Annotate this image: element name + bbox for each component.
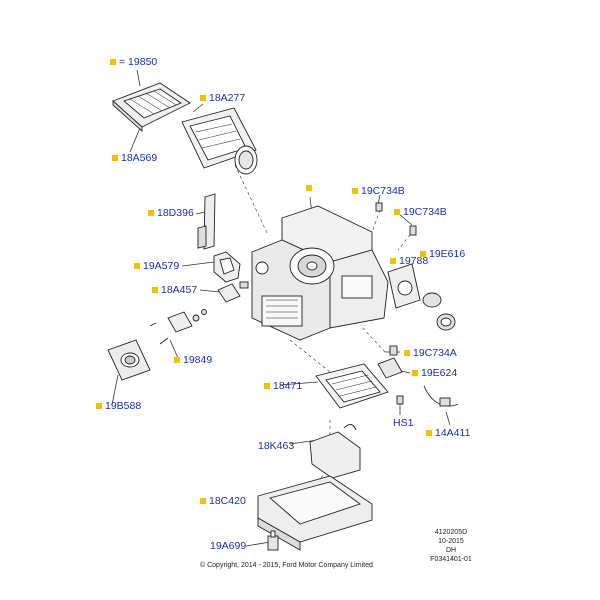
callout-label: 19C734A [413,347,457,359]
leader-19A579 [181,261,215,267]
control-module-part [107,339,151,381]
callout-label: HS1 [393,417,414,429]
marker-square-icon [174,357,180,363]
marker-square-icon [390,258,396,264]
heater-core-part [315,363,389,409]
callout-label: 19C734B [403,206,447,218]
callout-18D396[interactable]: 18D396 [148,207,194,219]
marker-square-icon [306,185,312,191]
callout-18A277[interactable]: 18A277 [200,92,245,104]
callout-label: 19A579 [143,260,180,272]
marker-square-icon [112,155,118,161]
marker-square-icon [412,370,418,376]
callout-18K463[interactable]: 18K463 [258,440,294,452]
drawing-initials: DH [445,547,457,554]
leader-18D396 [195,211,206,215]
marker-square-icon [426,430,432,436]
callout-19B588[interactable]: 19B588 [96,400,141,412]
drawing-ref: F0341401-01 [430,556,472,563]
bracket-part [197,193,216,250]
callout-label: = 19850 [119,56,158,68]
hvac-housing-part [251,205,389,341]
leader-18A277 [192,103,204,113]
callout-18C420[interactable]: 18C420 [200,495,246,507]
callout-18A457[interactable]: 18A457 [152,284,197,296]
marker-square-icon [200,95,206,101]
actuator-part [213,251,241,283]
drawing-code: 4120205D [434,529,468,536]
callout-label: 19A699 [210,540,247,552]
callout-18A569[interactable]: 18A569 [112,152,157,164]
callout-label: 18471 [273,380,303,392]
marker-square-icon [404,350,410,356]
screws-part [375,202,417,356]
callout-label: 19B588 [105,400,142,412]
callout-19A699[interactable]: 19A699 [210,540,246,552]
callout-19849[interactable]: 19849 [174,354,212,366]
leader-18A569 [129,127,141,153]
marker-square-icon [352,188,358,194]
callout-label: 18C420 [209,495,246,507]
leader-19C734B-2 [397,212,413,226]
marker-square-icon [110,59,116,65]
leader-19A699 [245,541,271,547]
marker-square-icon [152,287,158,293]
leader-19B588 [111,374,119,406]
harness-part [396,385,459,407]
leader-18A457 [199,289,221,293]
callout-HS1[interactable]: HS1 [393,417,413,429]
callout-18471[interactable]: 18471 [264,380,302,392]
callout-19E624[interactable]: 19E624 [412,367,457,379]
copyright-notice: © Copyright, 2014 - 2015, Ford Motor Com… [200,562,373,569]
sensor-part [217,281,249,303]
callout-main-housing[interactable] [306,185,312,191]
callout-19850[interactable]: = 19850 [110,56,157,68]
drain-part [267,530,279,551]
callout-label: 19C734B [361,185,405,197]
leader-19850 [136,69,141,87]
callout-label: 18A569 [121,152,158,164]
callout-19C734B-1[interactable]: 19C734B [352,185,405,197]
callout-label: 19E616 [429,248,466,260]
callout-19A579[interactable]: 19A579 [134,260,179,272]
marker-square-icon [148,210,154,216]
leader-14A411 [445,411,451,426]
callout-label: 18A277 [209,92,246,104]
marker-square-icon [200,498,206,504]
callout-19788[interactable]: 19788 [390,255,428,267]
drawing-metadata: 4120205D 10-2015 DH F0341401-01 [426,528,476,564]
callout-label: 14A411 [435,427,471,439]
leader-19849 [169,339,179,359]
evaporator-part [309,424,361,479]
control-unit-part [377,357,403,379]
cabin-filter-part [112,82,191,133]
callout-label: 19E624 [421,367,458,379]
lower-case-part [257,475,373,551]
filter-door-part [181,107,258,175]
callout-19C734B-2[interactable]: 19C734B [394,206,447,218]
drawing-date: 10-2015 [438,538,464,545]
callout-19E616[interactable]: 19E616 [420,248,465,260]
callout-label: 18A457 [161,284,198,296]
leader-18471 [279,381,319,386]
marker-square-icon [394,209,400,215]
marker-square-icon [134,263,140,269]
callout-14A411[interactable]: 14A411 [426,427,470,439]
callout-label: 18K463 [258,440,295,452]
resistor-part [149,309,207,345]
callout-19C734A[interactable]: 19C734A [404,347,457,359]
callout-label: 19849 [183,354,213,366]
marker-square-icon [96,403,102,409]
callout-label: 19788 [399,255,429,267]
blower-motor-part [387,263,456,331]
marker-square-icon [420,251,426,257]
marker-square-icon [264,383,270,389]
callout-label: 18D396 [157,207,194,219]
